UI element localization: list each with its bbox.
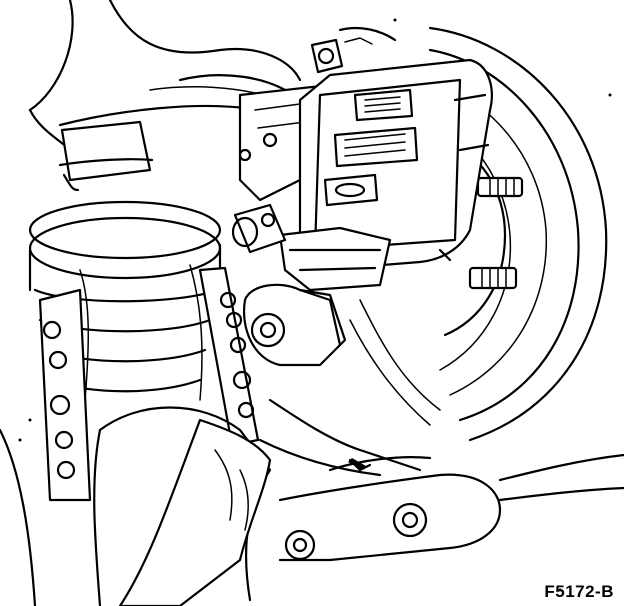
wheel-stud-upper — [476, 176, 524, 198]
steering-knuckle — [0, 398, 422, 606]
strut-bracket-right — [198, 266, 260, 447]
strut-bracket-left — [38, 288, 92, 502]
knuckle-bushing — [242, 283, 347, 367]
shock-upper-mount — [58, 120, 154, 192]
caliper-lower-mount — [231, 203, 392, 292]
speck-marks — [18, 18, 612, 592]
lower-control-arm — [278, 453, 624, 562]
caliper-bolt-top — [310, 26, 397, 74]
wheel-stud-lower — [468, 266, 518, 290]
upper-control-arm — [28, 0, 302, 152]
technician-hand — [118, 418, 272, 606]
brake-caliper — [298, 58, 493, 272]
figure-id-label: F5172-B — [544, 582, 614, 601]
